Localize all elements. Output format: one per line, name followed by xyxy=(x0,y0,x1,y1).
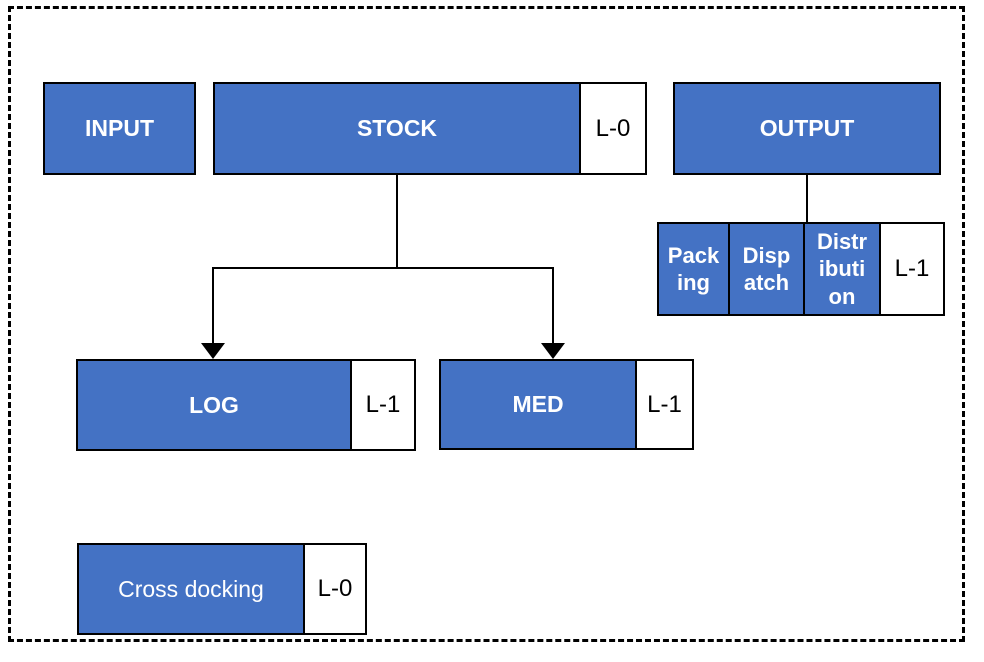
node-stock: STOCK L-0 xyxy=(213,82,647,175)
dashed-boundary-frame xyxy=(8,6,965,642)
connector-to-log xyxy=(212,267,214,347)
node-med-label: MED xyxy=(439,359,637,450)
arrow-down-log-icon xyxy=(201,343,225,359)
node-input: INPUT xyxy=(43,82,196,175)
node-log: LOG L-1 xyxy=(76,359,416,451)
node-output: OUTPUT xyxy=(673,82,941,175)
arrow-down-med-icon xyxy=(541,343,565,359)
node-cross-docking: Cross docking L-0 xyxy=(77,543,367,635)
node-stock-level-badge: L-0 xyxy=(581,82,647,175)
connector-stock-stem xyxy=(396,174,398,269)
node-cross-docking-label: Cross docking xyxy=(77,543,305,635)
node-med: MED L-1 xyxy=(439,359,694,450)
node-log-label: LOG xyxy=(76,359,352,451)
node-med-level-badge: L-1 xyxy=(637,359,694,450)
connector-to-med xyxy=(552,267,554,347)
node-dispatch: Disp atch xyxy=(730,222,805,316)
node-input-label: INPUT xyxy=(43,82,196,175)
node-output-process-row: Pack ing Disp atch Distr ibuti on L-1 xyxy=(657,222,945,316)
node-output-label: OUTPUT xyxy=(673,82,941,175)
connector-output-stem xyxy=(806,174,808,223)
node-log-level-badge: L-1 xyxy=(352,359,416,451)
node-distribution: Distr ibuti on xyxy=(805,222,881,316)
node-stock-label: STOCK xyxy=(213,82,581,175)
process-row-level-badge: L-1 xyxy=(881,222,945,316)
connector-branch-horizontal xyxy=(212,267,554,269)
node-cross-docking-level-badge: L-0 xyxy=(305,543,367,635)
node-packing: Pack ing xyxy=(657,222,730,316)
